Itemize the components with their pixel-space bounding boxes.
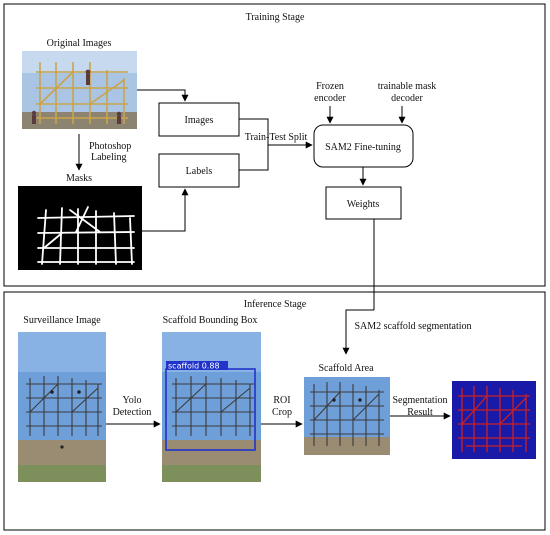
detection-score-tag: [166, 361, 228, 370]
yolo-label-line2: Detection: [113, 407, 152, 418]
seg-result-line2: Result: [407, 407, 433, 418]
yolo-label-line1: Yolo: [123, 395, 142, 406]
images-box: [158, 102, 240, 137]
bounding-box-image: scaffold 0.88: [162, 332, 261, 482]
segmentation-result-image: [452, 381, 536, 459]
inference-stage-frame: [3, 291, 546, 531]
surveillance-image-label: Surveillance Image: [23, 315, 101, 326]
photoshop-label-line2: Labeling: [91, 152, 127, 163]
trainable-decoder-line2: decoder: [391, 93, 423, 104]
roi-label-line2: Crop: [272, 407, 292, 418]
seg-result-line1: Segmentation: [393, 395, 448, 406]
training-stage-frame: [3, 3, 546, 287]
masks-label: Masks: [66, 173, 92, 184]
detection-score: scaffold 0.88: [168, 362, 220, 371]
bounding-box-label: Scaffold Bounding Box: [163, 315, 258, 326]
sam2-seg-label: SAM2 scaffold segmentation: [354, 321, 471, 332]
labels-box: [158, 153, 240, 188]
scaffold-area-label: Scaffold Area: [318, 363, 374, 374]
inference-stage-title: Inference Stage: [244, 299, 307, 310]
images-box-label: Images: [185, 115, 214, 126]
original-images-label: Original Images: [47, 38, 112, 49]
weights-box: [325, 186, 402, 220]
frozen-encoder-line2: encoder: [314, 93, 346, 104]
photoshop-label-line1: Photoshop: [89, 141, 131, 152]
training-stage-title: Training Stage: [246, 12, 305, 23]
scaffold-area-image: [304, 377, 390, 455]
weights-box-label: Weights: [347, 199, 380, 210]
surveillance-image: [18, 332, 106, 482]
roi-label-line1: ROI: [273, 395, 290, 406]
frozen-encoder-line1: Frozen: [316, 81, 344, 92]
labels-box-label: Labels: [186, 166, 213, 177]
train-test-split-label: Train-Test Split: [245, 132, 308, 143]
trainable-decoder-line1: trainable mask: [378, 81, 437, 92]
mask-image: [18, 186, 142, 270]
original-image: [22, 51, 137, 129]
sam2-finetuning-label: SAM2 Fine-tuning: [325, 142, 401, 153]
